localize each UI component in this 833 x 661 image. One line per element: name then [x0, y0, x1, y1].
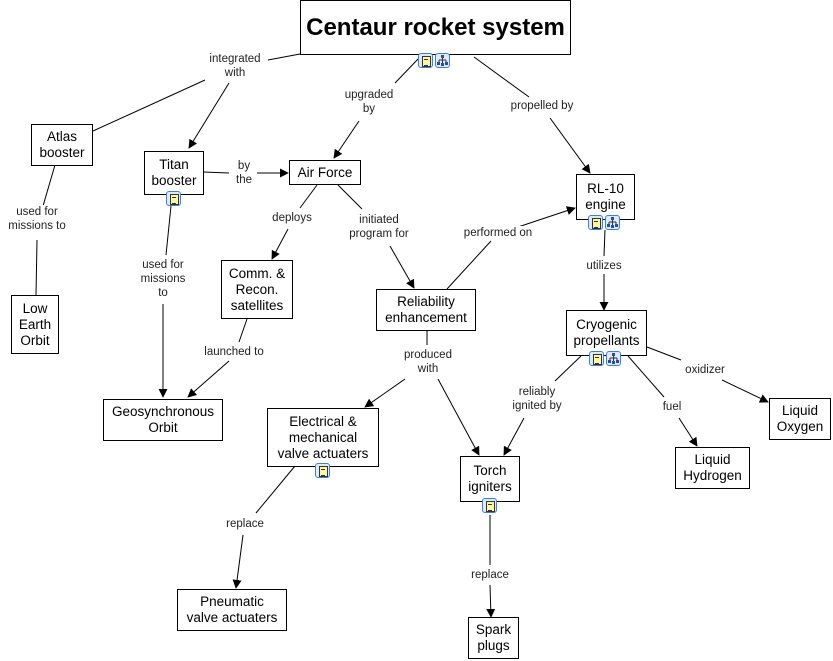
edge-line — [646, 346, 682, 361]
edge-line — [389, 245, 415, 289]
edge-line — [267, 53, 301, 61]
link-label-initiated-program-for[interactable]: initiated program for — [348, 213, 410, 241]
link-label-performed-on[interactable]: performed on — [462, 226, 534, 240]
concept-label: RL-10 engine — [585, 181, 626, 212]
concept-centaur-rocket-system[interactable]: Centaur rocket system — [300, 0, 571, 55]
document-icon[interactable] — [418, 53, 433, 68]
edge-line — [232, 534, 244, 589]
concept-label: Electrical & mechanical valve actuaters — [277, 413, 369, 461]
edge-line — [554, 355, 582, 382]
concept-label: Spark plugs — [475, 622, 512, 653]
edge-line — [238, 318, 248, 343]
concept-titan-booster[interactable]: Titan booster — [144, 151, 204, 195]
concept-rl-10-engine[interactable]: RL-10 engine — [576, 174, 635, 220]
concept-label: Comm. & Recon. satellites — [228, 265, 286, 313]
concept-cryogenic-propellants[interactable]: Cryogenic propellants — [566, 310, 647, 356]
edge-line — [188, 82, 230, 149]
link-label-utilizes[interactable]: utilizes — [585, 259, 623, 273]
concept-air-force[interactable]: Air Force — [289, 160, 361, 185]
edge-line — [187, 360, 230, 398]
concept-liquid-oxygen[interactable]: Liquid Oxygen — [769, 398, 831, 440]
concept-map-icon[interactable] — [435, 53, 450, 68]
concept-label: Titan booster — [151, 157, 197, 188]
edge-line — [35, 239, 38, 296]
edge-line — [165, 205, 172, 256]
link-label-replace-spark[interactable]: replace — [470, 568, 510, 582]
concept-map-icon[interactable] — [605, 215, 620, 230]
link-label-used-for-missions-to-leo[interactable]: used for missions to — [7, 205, 67, 233]
edge-line — [337, 184, 363, 210]
concept-label: Cryogenic propellants — [573, 317, 640, 348]
link-label-oxidizer[interactable]: oxidizer — [684, 363, 726, 377]
edge-line — [271, 228, 289, 260]
concept-spark-plugs[interactable]: Spark plugs — [468, 617, 519, 659]
edge-line — [603, 229, 606, 257]
edge-line — [721, 379, 769, 403]
concept-map-icon[interactable] — [606, 351, 621, 366]
concept-torch-igniters[interactable]: Torch igniters — [460, 456, 520, 502]
link-label-launched-to[interactable]: launched to — [203, 345, 265, 359]
concept-geosynchronous-orbit[interactable]: Geosynchronous Orbit — [103, 399, 223, 441]
edge-line — [202, 171, 230, 174]
document-icon[interactable] — [482, 498, 497, 513]
link-label-fuel[interactable]: fuel — [661, 400, 683, 414]
concept-electrical-mechanical-valve-actuaters[interactable]: Electrical & mechanical valve actuaters — [267, 408, 379, 467]
edge-line — [678, 417, 698, 447]
link-label-produced-with[interactable]: produced with — [403, 348, 453, 376]
concept-label: Low Earth Orbit — [18, 300, 52, 348]
concept-label: Centaur rocket system — [306, 13, 565, 41]
document-icon[interactable] — [166, 191, 181, 206]
link-label-replace-pneumatic[interactable]: replace — [225, 517, 265, 531]
document-icon[interactable] — [315, 463, 330, 478]
concept-label: Liquid Oxygen — [776, 403, 824, 434]
concept-label: Pneumatic valve actuaters — [186, 594, 278, 625]
concept-label: Atlas booster — [39, 129, 85, 160]
link-label-by-the[interactable]: by the — [235, 159, 253, 187]
concept-pneumatic-valve-actuaters[interactable]: Pneumatic valve actuaters — [177, 589, 287, 631]
concept-reliability-enhancement[interactable]: Reliability enhancement — [376, 289, 476, 331]
concept-low-earth-orbit[interactable]: Low Earth Orbit — [11, 295, 59, 354]
link-label-used-for-missions-to-geo[interactable]: used for missions to — [139, 258, 187, 300]
concept-liquid-hydrogen[interactable]: Liquid Hydrogen — [675, 447, 750, 489]
edge-line — [486, 584, 496, 618]
link-label-reliably-ignited-by[interactable]: reliably ignited by — [511, 385, 563, 413]
edge-line — [333, 120, 360, 159]
concept-label: Geosynchronous Orbit — [111, 404, 215, 435]
concept-atlas-booster[interactable]: Atlas booster — [31, 124, 93, 166]
document-icon[interactable] — [589, 351, 604, 366]
link-label-upgraded-by[interactable]: upgraded by — [343, 88, 395, 116]
edge-line — [473, 56, 530, 98]
edge-line — [299, 184, 318, 209]
edge-line — [517, 206, 576, 228]
link-label-propelled-by[interactable]: propelled by — [509, 99, 575, 113]
edge-line — [255, 465, 296, 514]
edge-line — [446, 240, 492, 290]
document-icon[interactable] — [588, 215, 603, 230]
concept-label: Air Force — [297, 164, 353, 180]
concept-label: Liquid Hydrogen — [683, 452, 742, 483]
edge-line — [549, 117, 591, 174]
edge-line — [394, 56, 421, 84]
link-label-integrated-with[interactable]: integrated with — [208, 52, 262, 80]
concept-label: Reliability enhancement — [385, 294, 467, 325]
edge-line — [364, 378, 406, 408]
edge-line — [627, 355, 665, 398]
edge-line — [437, 378, 480, 456]
edge-line — [503, 417, 525, 456]
edge-line — [42, 164, 56, 207]
edge-line — [92, 79, 206, 132]
concept-label: Torch igniters — [468, 463, 512, 494]
concept-comm-recon-satellites[interactable]: Comm. & Recon. satellites — [221, 260, 293, 319]
link-label-deploys[interactable]: deploys — [271, 211, 313, 225]
